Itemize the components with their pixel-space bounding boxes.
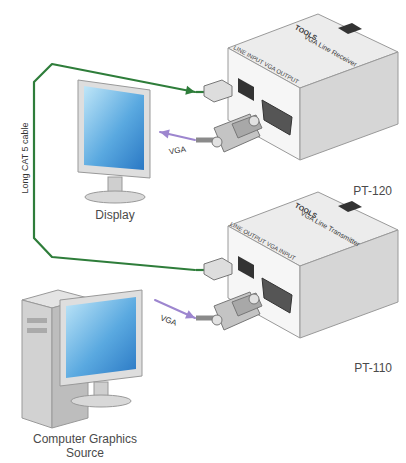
cable-connector: [34, 64, 195, 270]
node-label: PT-110: [195, 361, 400, 375]
source-box: Computer Graphics Source: [15, 278, 155, 460]
arrow-head: [185, 86, 195, 95]
edge-label: VGA: [158, 313, 177, 327]
receiver-drawing: [196, 14, 398, 160]
pc-monitor-neck: [94, 382, 108, 396]
cable-connector: [160, 130, 195, 140]
device-box: PT-110: [195, 200, 400, 375]
pc-monitor-base: [71, 395, 131, 407]
device-box: PT-120: [195, 8, 400, 198]
transmitter-drawing: [196, 192, 398, 338]
pc-monitor-bezel: [60, 290, 142, 386]
drive-bay: [27, 318, 47, 323]
monitor-base: [85, 191, 145, 203]
monitor-neck: [108, 177, 122, 192]
drive-bay: [27, 328, 47, 333]
arrow-head: [185, 310, 195, 318]
node-label: Computer Graphics Source: [15, 432, 155, 460]
edge-label: Long CAT 5 cable: [19, 122, 29, 193]
monitor-screen: [84, 86, 144, 170]
edge-label: VGA: [168, 144, 186, 156]
node-label: Display: [70, 208, 160, 222]
monitor-bezel: [78, 80, 150, 178]
cable-line: [34, 64, 195, 270]
display-box: Display: [70, 72, 160, 222]
tower-front: [22, 300, 52, 428]
pc-monitor-screen: [66, 297, 136, 378]
arrow-head: [160, 130, 170, 139]
node-label: PT-120: [195, 184, 400, 198]
